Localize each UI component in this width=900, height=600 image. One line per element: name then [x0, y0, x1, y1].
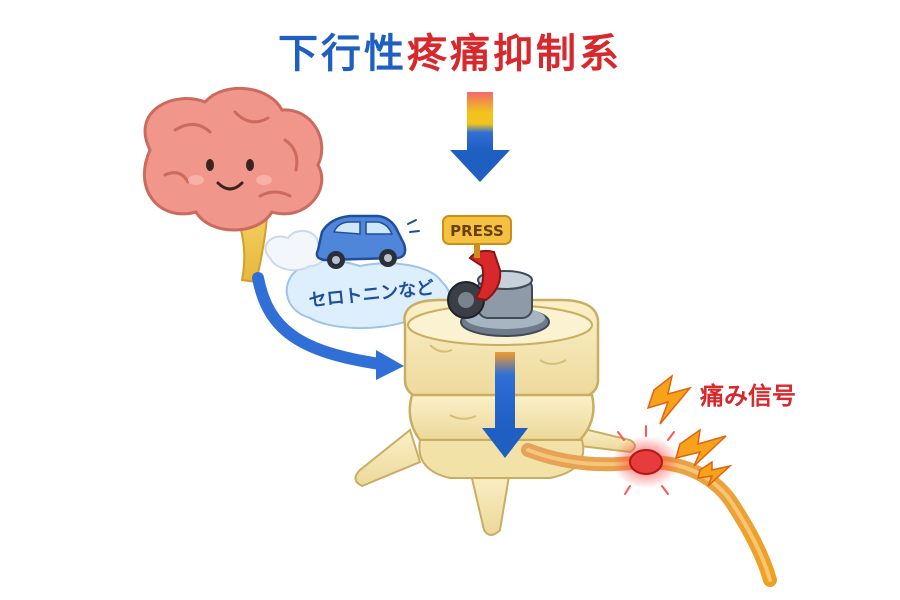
- descending-pathway-arrow: [252, 272, 386, 370]
- nerve-icon: [521, 425, 777, 587]
- spinal-descending-arrow: [482, 352, 528, 458]
- lightning-icon: [646, 374, 733, 487]
- descending-pathway-arrowhead: [376, 350, 404, 380]
- title-pain-inhibition: 疼痛抑制系: [407, 31, 622, 77]
- pain-signal-label: 痛み信号: [700, 382, 796, 410]
- press-label: PRESS: [450, 222, 504, 240]
- page-title: 下行性疼痛抑制系: [0, 28, 900, 80]
- car-icon: [315, 214, 420, 269]
- press-button-icon: [447, 249, 550, 337]
- press-label-box: [442, 215, 512, 258]
- title-descending: 下行性: [278, 31, 407, 77]
- descending-arrow-top: [450, 92, 510, 182]
- brain-icon: [143, 86, 324, 232]
